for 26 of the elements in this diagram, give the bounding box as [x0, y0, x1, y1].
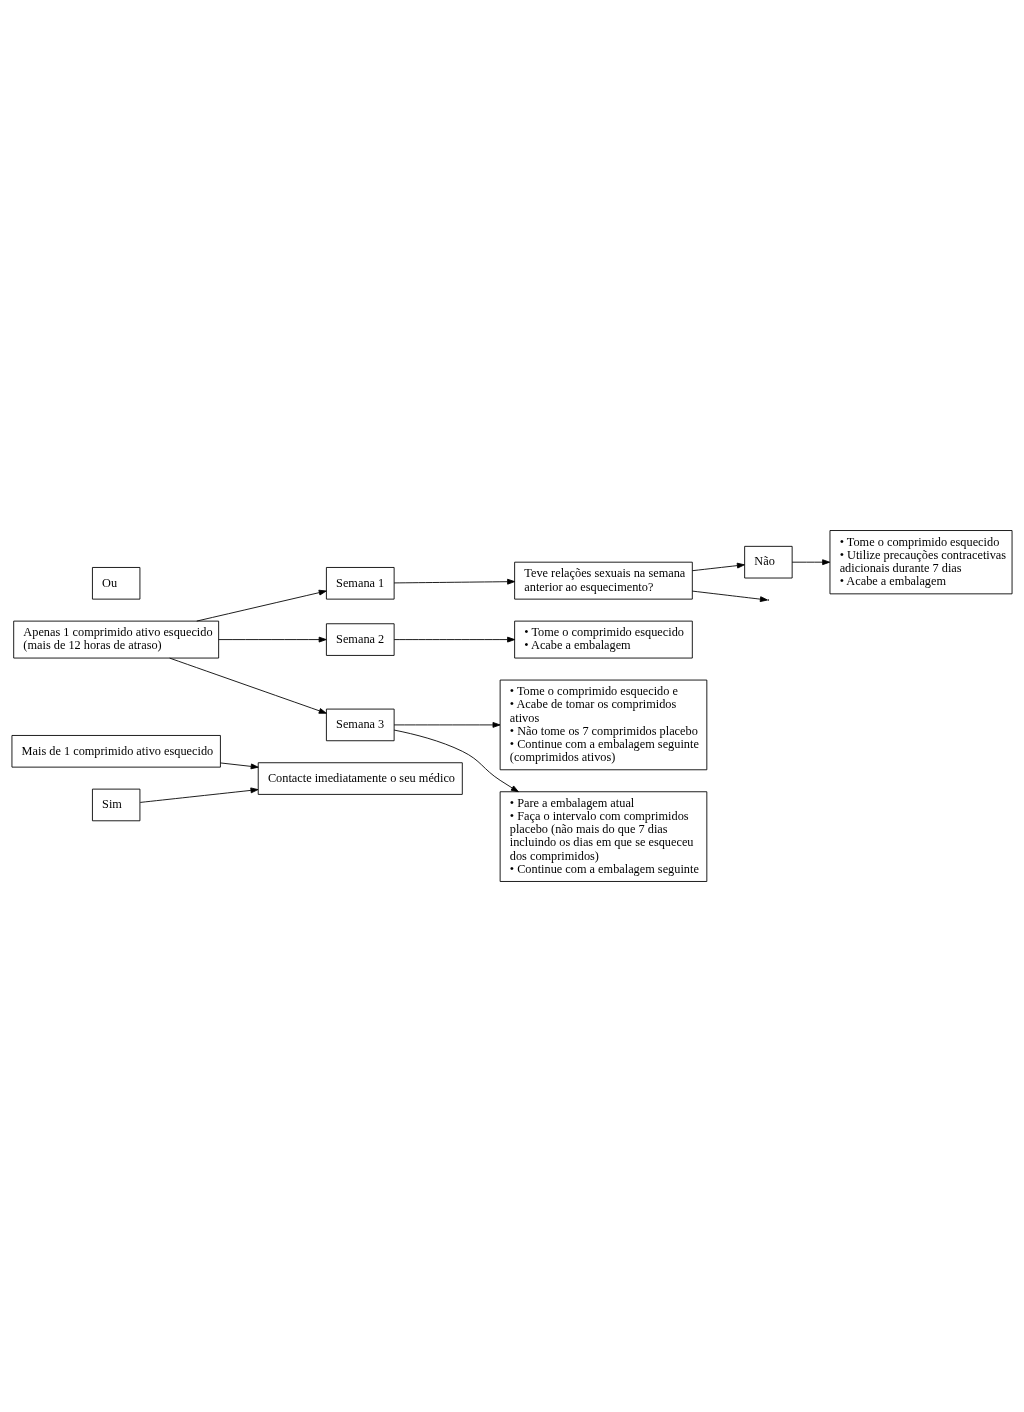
arrow	[218, 636, 327, 643]
node-box: • Pare a embalagem atual • Faça o intervalo com comprimidos placebo (não mais do que 7 dias incluindo os dias em que se esqueceu dos comprimidos) • Continue com a embalagem seguinte	[499, 791, 708, 882]
arrow	[196, 589, 327, 622]
arrow	[791, 559, 831, 566]
arrow	[393, 722, 501, 728]
node-box: Semana 2	[325, 623, 395, 656]
node-box: Semana 3	[325, 708, 395, 742]
arrow	[220, 762, 259, 770]
node-box: Semana 1	[325, 567, 395, 600]
node-box: Sim	[92, 788, 141, 822]
arrow	[691, 590, 768, 603]
node-box: • Tome o comprimido esquecido • Utilize precauções contracetivas adicionais durante 7 dias • Acabe a embalagem	[829, 530, 1013, 595]
arrow	[691, 562, 745, 572]
node-box: • Tome o comprimido esquecido • Acabe a embalagem	[514, 620, 693, 659]
node-box: Contacte imediatamente o seu médico	[257, 762, 463, 795]
arrow	[393, 636, 516, 643]
node-box: Teve relações sexuais na semana anterior ao esquecimento?	[514, 561, 693, 600]
node-box: Apenas 1 comprimido ativo esquecido (mais de 12 horas de atraso)	[13, 620, 220, 659]
node-box: Ou	[92, 567, 141, 600]
arrow	[169, 657, 327, 714]
node-box: Não	[744, 545, 793, 579]
arrow	[393, 729, 519, 793]
arrow	[139, 787, 259, 803]
node-box: • Tome o comprimido esquecido e • Acabe de tomar os comprimidos ativos • Não tome os 7 comprimidos placebo • Continue com a embalagem seguinte (comprimidos ativos)	[499, 679, 708, 771]
arrow	[393, 578, 516, 585]
node-box: Mais de 1 comprimido ativo esquecido	[11, 735, 221, 768]
